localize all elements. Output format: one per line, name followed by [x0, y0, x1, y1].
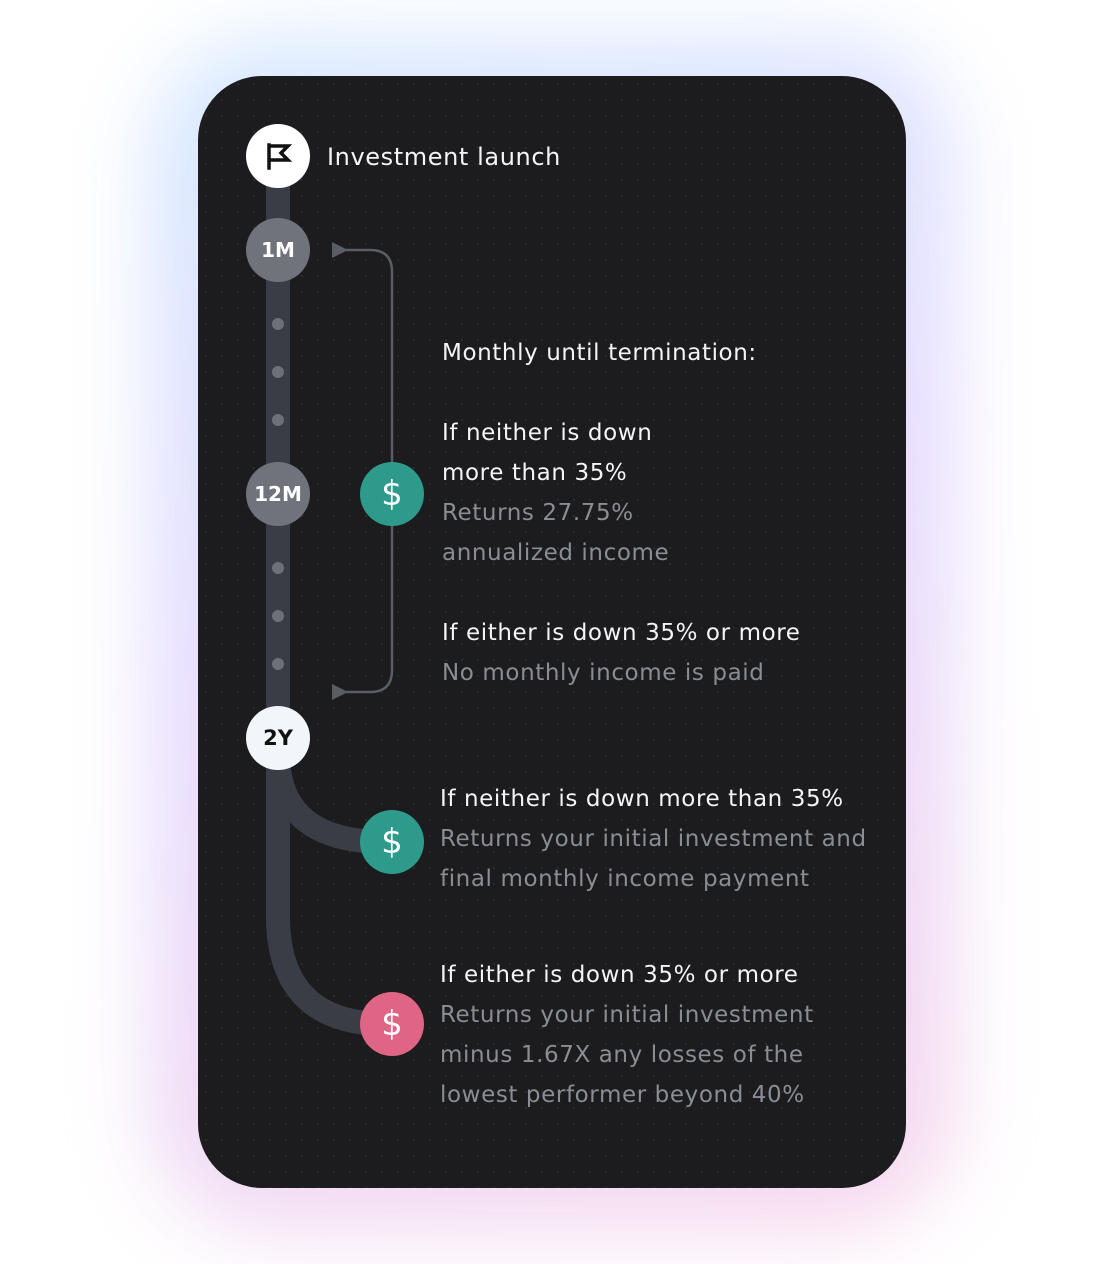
launch-label: Investment launch [327, 143, 561, 171]
outcome-positive-result-line: final monthly income payment [440, 866, 810, 892]
outcome-negative-result-line: Returns your initial investment [440, 1002, 814, 1028]
dollar-coin-icon: $ [360, 810, 424, 874]
marker-12m: 12M [246, 462, 310, 526]
bracket-arrow-top [332, 242, 348, 258]
launch-node [246, 124, 310, 188]
bracket-arrow-bottom [332, 684, 348, 700]
dollar-coin-icon: $ [360, 992, 424, 1056]
timeline-card: Investment launch 1M 12M 2Y $ Monthly un… [198, 76, 906, 1188]
dollar-coin-icon: $ [360, 462, 424, 526]
timeline-dot [272, 318, 284, 330]
outcome-positive-condition: If neither is down more than 35% [440, 786, 844, 812]
timeline-dot [272, 414, 284, 426]
outcome-positive-result-line: Returns your initial investment and [440, 826, 867, 852]
flag-icon [267, 143, 293, 170]
outcome-negative-result-line: lowest performer beyond 40% [440, 1082, 805, 1108]
timeline-dot [272, 610, 284, 622]
marker-2y: 2Y [246, 706, 310, 770]
outcome-negative-condition: If either is down 35% or more [440, 962, 799, 988]
monthly-condition-1-line-2: more than 35% [442, 460, 628, 486]
monthly-condition-1-line-1: If neither is down [442, 420, 653, 446]
monthly-condition-2: If either is down 35% or more [442, 620, 801, 646]
timeline-dot [272, 658, 284, 670]
monthly-result-1-line-2: annualized income [442, 540, 670, 566]
monthly-result-1-line-1: Returns 27.75% [442, 500, 634, 526]
monthly-heading: Monthly until termination: [442, 340, 757, 366]
timeline-dot [272, 562, 284, 574]
monthly-result-2: No monthly income is paid [442, 660, 765, 686]
branch-track-negative [266, 738, 387, 1036]
outcome-negative-result-line: minus 1.67X any losses of the [440, 1042, 804, 1068]
timeline-dot [272, 366, 284, 378]
marker-1m: 1M [246, 218, 310, 282]
